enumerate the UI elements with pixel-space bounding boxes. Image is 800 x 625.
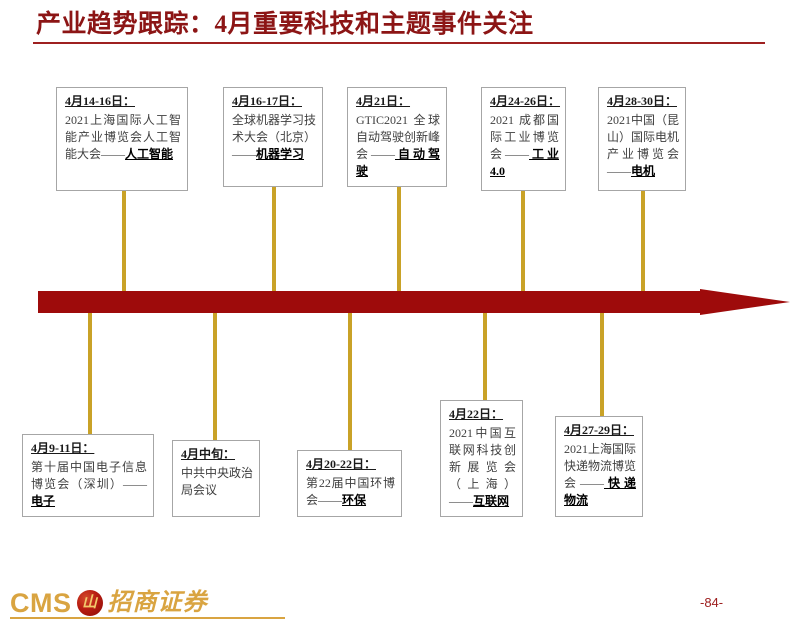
event-card-bottom-4[interactable]: 4月22日： 2021中国互联网科技创新展览会（上海）——互联网 bbox=[440, 400, 523, 517]
connector-line-top-2 bbox=[272, 187, 276, 291]
event-description-text: 2021上海国际人工智能产业博览会人工智能大会—— bbox=[65, 113, 181, 161]
timeline-arrow-shaft bbox=[38, 291, 702, 313]
connector-line-top-5 bbox=[641, 190, 645, 291]
event-description: 2021中国（昆山）国际电机产业博览会——电机 bbox=[607, 112, 679, 180]
event-description: 2021 成都国际工业博览会——工业4.0 bbox=[490, 112, 559, 180]
event-description-text: 2021中国互联网科技创新展览会（上海）—— bbox=[449, 426, 516, 508]
event-theme-tag: 电机 bbox=[631, 164, 656, 178]
event-description-text: 2021中国（昆山）国际电机产业博览会—— bbox=[607, 113, 680, 178]
footer-divider bbox=[10, 617, 285, 619]
event-card-bottom-1[interactable]: 4月9-11日： 第十届中国电子信息博览会（深圳）—— 电子 bbox=[22, 434, 154, 517]
event-date: 4月14-16日： bbox=[65, 94, 135, 108]
event-theme-tag: 人工智能 bbox=[125, 147, 174, 161]
event-description: 2021上海国际快递物流博览会——快递物流 bbox=[564, 441, 636, 509]
event-description: 2021上海国际人工智能产业博览会人工智能大会——人工智能 bbox=[65, 112, 181, 163]
event-description: 第22届中国环博会——环保 bbox=[306, 475, 395, 509]
connector-line-bottom-1 bbox=[88, 311, 92, 435]
event-description-text: 中共中央政治局会议 bbox=[181, 466, 254, 497]
connector-line-bottom-4 bbox=[483, 311, 487, 401]
event-description-text: 第22届中国环博会—— bbox=[306, 476, 395, 507]
connector-line-bottom-5 bbox=[600, 311, 604, 416]
event-theme-tag: 机器学习 bbox=[256, 147, 305, 161]
event-date: 4月20-22日： bbox=[306, 457, 376, 471]
event-theme-tag: 工业4.0 bbox=[490, 147, 559, 178]
logo-badge-icon: 山 bbox=[76, 590, 103, 616]
logo-company-name: 招商证券 bbox=[107, 590, 208, 616]
event-description-text: GTIC2021 全球自动驾驶创新峰会—— bbox=[356, 113, 441, 161]
event-date: 4月28-30日： bbox=[607, 94, 677, 108]
event-date: 4月中旬： bbox=[181, 447, 236, 461]
connector-line-top-4 bbox=[521, 190, 525, 291]
page-number: -84- bbox=[700, 595, 724, 610]
timeline-arrow-head-icon bbox=[700, 289, 790, 315]
event-date: 4月22日： bbox=[449, 407, 504, 421]
page-title: 产业趋势跟踪：4月重要科技和主题事件关注 bbox=[36, 11, 534, 38]
event-theme-tag: 互联网 bbox=[473, 494, 510, 508]
event-description-text: 全球机器学习技术大会（北京）—— bbox=[232, 113, 317, 161]
event-theme-tag: 电子 bbox=[31, 494, 56, 508]
event-date: 4月21日： bbox=[356, 94, 411, 108]
company-logo: CMS 山 招商证券 bbox=[10, 588, 208, 618]
event-card-top-1[interactable]: 4月14-16日： 2021上海国际人工智能产业博览会人工智能大会——人工智能 bbox=[56, 87, 188, 191]
event-card-bottom-2[interactable]: 4月中旬： 中共中央政治局会议 bbox=[172, 440, 260, 517]
event-description: 第十届中国电子信息博览会（深圳）—— 电子 bbox=[31, 459, 147, 510]
event-theme-tag: 快递物流 bbox=[564, 476, 636, 507]
logo-cms-text: CMS bbox=[10, 588, 72, 618]
event-card-top-4[interactable]: 4月24-26日： 2021 成都国际工业博览会——工业4.0 bbox=[481, 87, 566, 191]
event-card-top-3[interactable]: 4月21日： GTIC2021 全球自动驾驶创新峰会——自动驾驶 bbox=[347, 87, 447, 187]
event-description: GTIC2021 全球自动驾驶创新峰会——自动驾驶 bbox=[356, 112, 440, 180]
event-date: 4月27-29日： bbox=[564, 423, 634, 437]
event-date: 4月9-11日： bbox=[31, 441, 95, 455]
event-description-text: 2021 成都国际工业博览会—— bbox=[490, 113, 559, 161]
event-card-bottom-5[interactable]: 4月27-29日： 2021上海国际快递物流博览会——快递物流 bbox=[555, 416, 643, 517]
connector-line-bottom-2 bbox=[213, 311, 217, 441]
event-card-top-5[interactable]: 4月28-30日： 2021中国（昆山）国际电机产业博览会——电机 bbox=[598, 87, 686, 191]
connector-line-top-1 bbox=[122, 190, 126, 291]
title-divider bbox=[33, 42, 765, 44]
event-date: 4月16-17日： bbox=[232, 94, 302, 108]
connector-line-bottom-3 bbox=[348, 311, 352, 451]
connector-line-top-3 bbox=[397, 187, 401, 291]
timeline-arrow bbox=[38, 289, 790, 327]
event-description-text: 2021上海国际快递物流博览会—— bbox=[564, 442, 637, 490]
event-description: 中共中央政治局会议 bbox=[181, 465, 253, 499]
event-card-top-2[interactable]: 4月16-17日： 全球机器学习技术大会（北京）——机器学习 bbox=[223, 87, 323, 187]
event-description-text: 第十届中国电子信息博览会（深圳）—— bbox=[31, 460, 147, 491]
event-card-bottom-3[interactable]: 4月20-22日： 第22届中国环博会——环保 bbox=[297, 450, 402, 517]
event-theme-tag: 环保 bbox=[342, 493, 367, 507]
event-date: 4月24-26日： bbox=[490, 94, 560, 108]
event-description: 全球机器学习技术大会（北京）——机器学习 bbox=[232, 112, 316, 163]
event-theme-tag: 自动驾驶 bbox=[356, 147, 440, 178]
event-description: 2021中国互联网科技创新展览会（上海）——互联网 bbox=[449, 425, 516, 510]
